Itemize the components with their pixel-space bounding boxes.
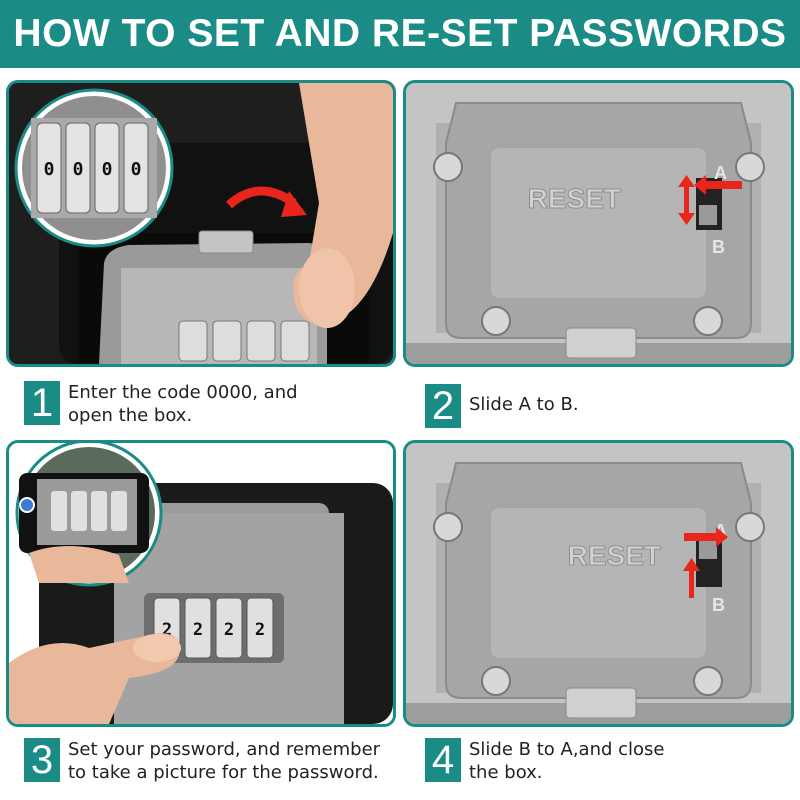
inset-dial-digit: 0 (44, 159, 55, 180)
camera-shutter-icon (19, 497, 35, 513)
step-text-line: to take a picture for the password. (68, 762, 379, 783)
screw-icon (735, 152, 765, 182)
step-text-line: Slide A to B. (469, 394, 579, 415)
reset-label: RESET (528, 183, 621, 214)
screw-icon (735, 512, 765, 542)
slot-b-label: B (712, 595, 725, 615)
step-3-caption: 3 Set your password, and remember to tak… (24, 738, 380, 784)
phone-photo-inset (15, 443, 163, 587)
inset-dial-digit: 0 (131, 159, 142, 180)
reset-switch (699, 539, 717, 559)
step-1-photo: 0 0 0 0 (6, 80, 396, 367)
password-dial-digit: 2 (193, 620, 203, 640)
step-text-line: open the box. (68, 405, 193, 426)
screw-icon (481, 666, 511, 696)
screw-icon (433, 512, 463, 542)
step-text-line: Enter the code 0000, and (68, 382, 298, 403)
step-2-caption: 2 Slide A to B. (425, 384, 579, 428)
dial-zoom-inset: 0 0 0 0 (14, 88, 174, 248)
step-text: Set your password, and remember to take … (68, 738, 380, 784)
step-text-line: Set your password, and remember (68, 739, 381, 760)
step-4-caption: 4 Slide B to A,and close the box. (425, 738, 665, 784)
step-3-photo: 2 2 2 2 (6, 440, 396, 727)
slot-b-label: B (712, 237, 725, 257)
step-text: Enter the code 0000, and open the box. (68, 381, 298, 427)
screw-icon (693, 666, 723, 696)
page-title: HOW TO SET AND RE-SET PASSWORDS (0, 0, 800, 68)
step-2-photo: RESET A B (403, 80, 794, 367)
step-4-photo: RESET A B (403, 440, 794, 727)
reset-label: RESET (568, 540, 661, 571)
screw-icon (433, 152, 463, 182)
password-dial-digit: 2 (255, 620, 265, 640)
password-dial-digit: 2 (162, 620, 172, 640)
step-1-caption: 1 Enter the code 0000, and open the box. (24, 381, 298, 427)
step-text-line: Slide B to A,and close (469, 739, 665, 760)
step-text: Slide B to A,and close the box. (469, 738, 665, 784)
slide-down-arrow-icon (678, 175, 742, 225)
step-number: 1 (24, 381, 60, 425)
slot-a-label: A (714, 163, 727, 183)
inset-dial-digit: 0 (102, 159, 113, 180)
step-number: 4 (425, 738, 461, 782)
reset-switch (699, 205, 717, 225)
step-text: Slide A to B. (469, 393, 579, 416)
inset-dial-digit: 0 (73, 159, 84, 180)
screw-icon (481, 306, 511, 336)
lid-dials (178, 320, 310, 362)
screw-icon (693, 306, 723, 336)
password-dial-digit: 2 (224, 620, 234, 640)
step-number: 2 (425, 384, 461, 428)
slide-up-arrow-icon (683, 527, 728, 598)
inset-dial-row (36, 122, 149, 214)
step-text-line: the box. (469, 762, 543, 783)
step-number: 3 (24, 738, 60, 782)
